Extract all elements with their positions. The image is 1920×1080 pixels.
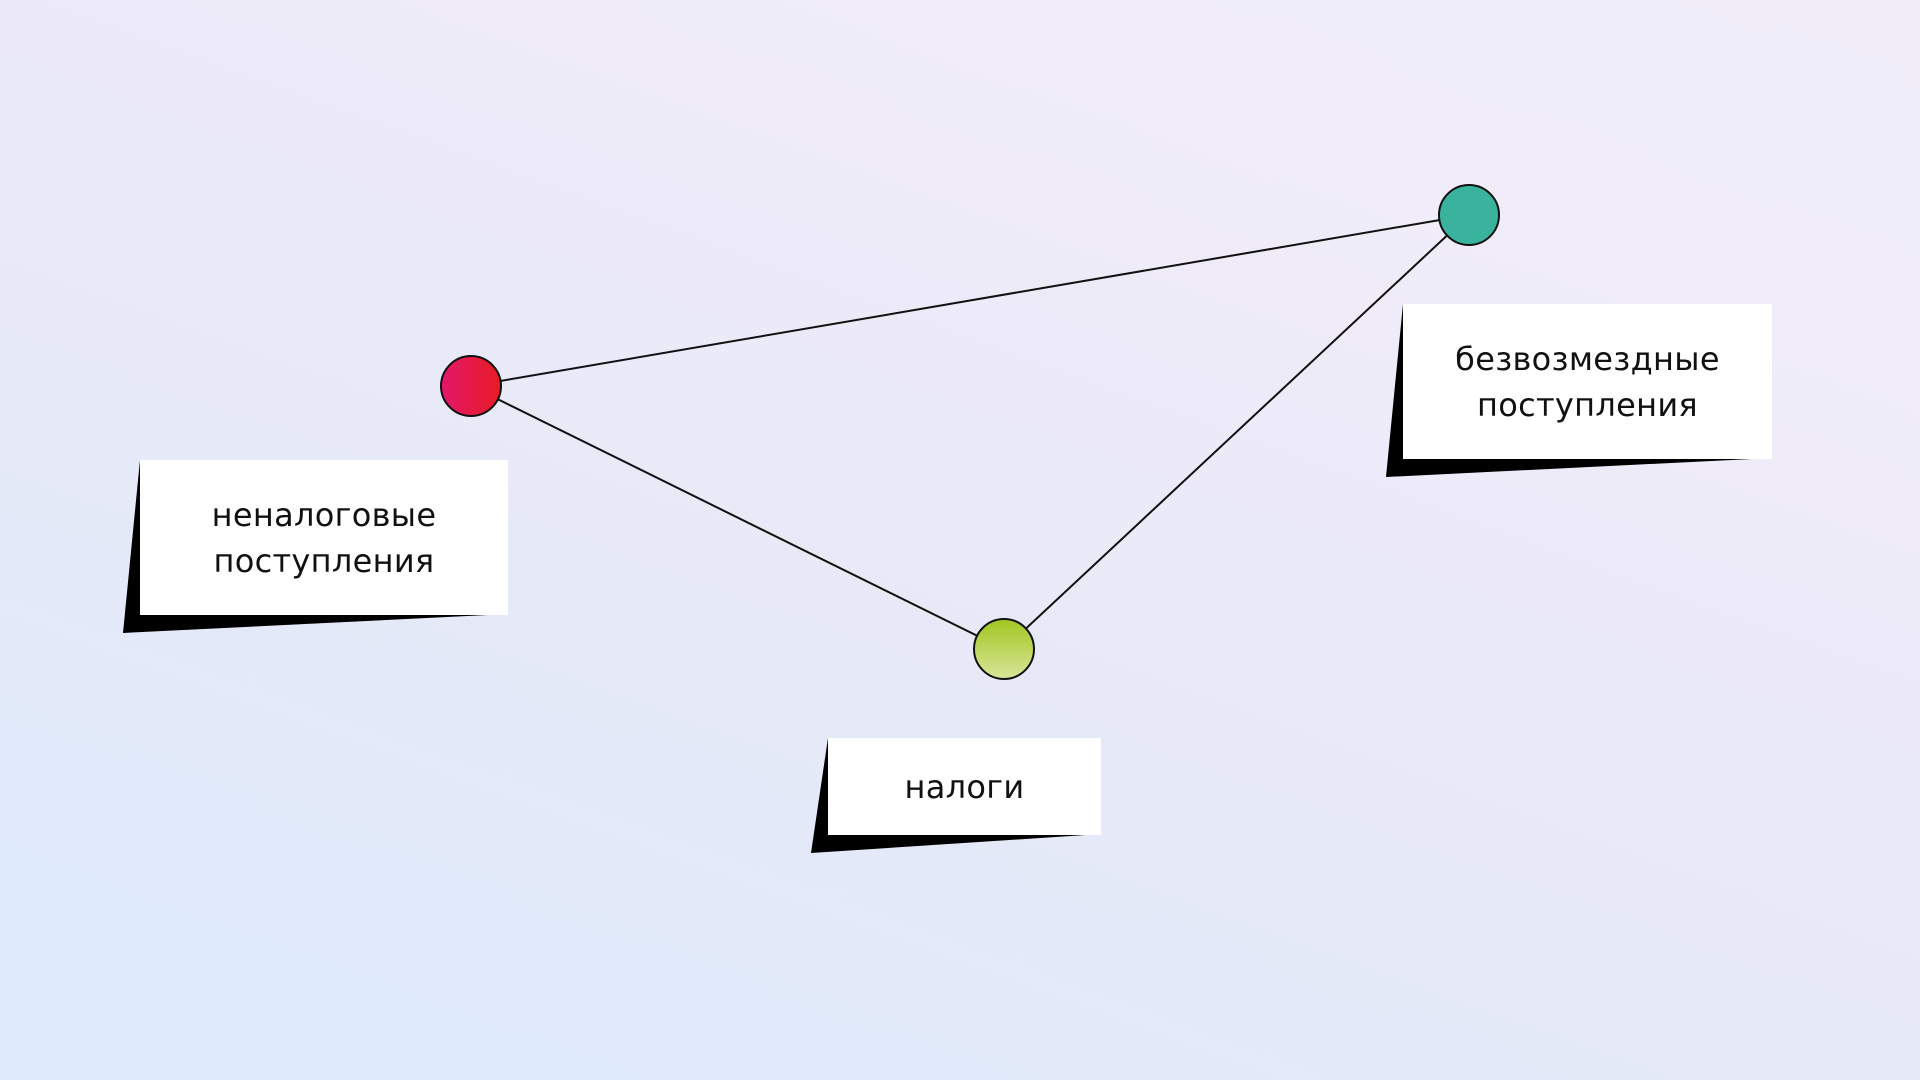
node-dot-grants: [1438, 184, 1500, 246]
node-label-line: неналоговые: [211, 495, 437, 534]
node-label-line: поступления: [1476, 385, 1698, 424]
label-card-face: безвозмездные поступления: [1403, 304, 1772, 459]
edge-nontax-grants: [470, 214, 1470, 387]
label-card-grants: безвозмездные поступления: [1386, 302, 1772, 477]
edge-grants-taxes: [1003, 214, 1470, 650]
node-dot-nontax: [440, 355, 502, 417]
node-label-line: безвозмездные: [1455, 339, 1720, 378]
edge-taxes-nontax: [470, 385, 1005, 650]
label-card-face: налоги: [828, 738, 1101, 835]
label-card-nontax: неналоговые поступления: [123, 458, 508, 633]
node-dot-taxes: [973, 618, 1035, 680]
label-card-face: неналоговые поступления: [140, 460, 508, 615]
node-label-line: налоги: [904, 767, 1025, 806]
node-label-line: поступления: [213, 541, 435, 580]
label-card-taxes: налоги: [811, 736, 1101, 853]
